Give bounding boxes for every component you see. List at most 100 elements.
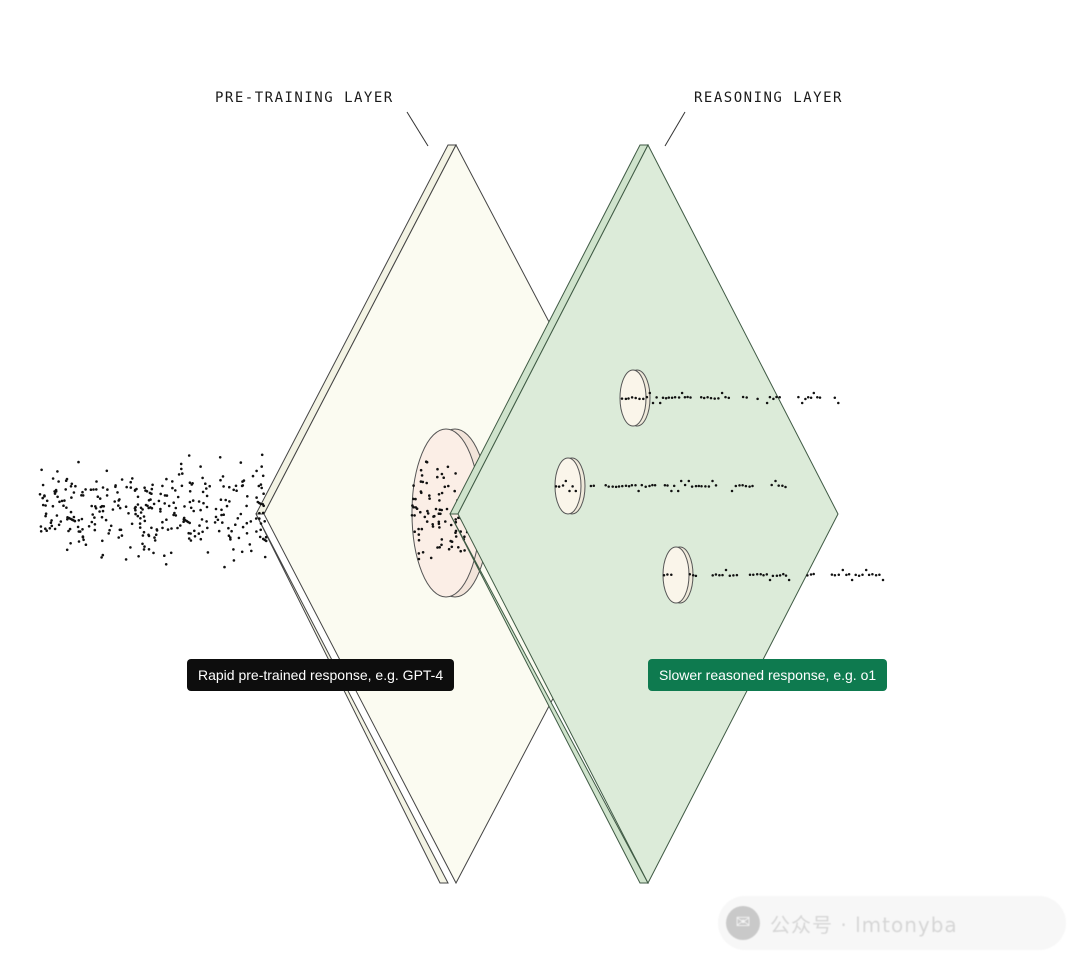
stream-dot — [666, 484, 669, 487]
stream-dot — [690, 485, 694, 488]
hole-dot — [426, 512, 430, 515]
stream-dot — [734, 484, 738, 488]
reasoning-dot-streams — [554, 391, 885, 582]
input-dot — [249, 520, 253, 523]
hole-dot — [412, 505, 415, 509]
hole-dot — [417, 538, 421, 542]
input-dot — [95, 480, 98, 483]
stream-dot — [670, 489, 673, 493]
input-dot — [245, 521, 249, 525]
stream-dot — [778, 574, 782, 577]
input-dot — [44, 504, 47, 507]
stream-dot — [777, 484, 780, 487]
input-dot — [131, 477, 134, 480]
input-dot — [234, 484, 238, 488]
stream-dot — [704, 485, 707, 488]
input-dot — [166, 528, 170, 531]
input-dot — [114, 484, 117, 487]
input-dot — [80, 517, 84, 521]
stream-dot — [847, 572, 851, 576]
hole-dot — [437, 512, 441, 515]
stream-dot — [809, 573, 813, 576]
stream-dot — [658, 401, 662, 405]
input-dot — [70, 482, 74, 486]
input-dot — [188, 481, 192, 485]
input-dot — [182, 520, 185, 523]
input-dot — [81, 490, 84, 494]
input-dot — [187, 537, 191, 540]
stream-dot — [621, 484, 624, 488]
input-dot — [167, 504, 171, 508]
input-dot — [205, 505, 209, 509]
input-dot — [261, 474, 265, 478]
input-dot — [59, 520, 63, 523]
stream-dot — [651, 483, 654, 487]
input-dot — [107, 532, 110, 535]
input-dot — [163, 502, 166, 505]
input-dot — [227, 534, 231, 537]
input-dot — [218, 456, 222, 459]
stream-dot — [718, 573, 721, 577]
input-dot — [241, 484, 245, 487]
input-dot — [206, 526, 209, 530]
hole-dot — [420, 491, 423, 495]
stream-dot — [841, 568, 845, 572]
input-dot — [136, 495, 140, 499]
input-dot — [225, 504, 229, 508]
input-dot — [90, 520, 94, 524]
stream-dot — [728, 574, 732, 577]
input-dot — [182, 516, 186, 520]
input-dot — [100, 504, 104, 508]
input-dot — [40, 468, 43, 472]
hole-dot — [432, 515, 435, 518]
input-dot — [81, 528, 84, 531]
input-dot — [159, 492, 162, 496]
input-dot — [222, 513, 225, 516]
input-dot — [237, 536, 241, 540]
reasoning-hole-3 — [662, 546, 694, 604]
hole-dot — [417, 557, 421, 561]
input-dot — [150, 492, 153, 496]
input-dot — [220, 508, 223, 512]
input-dot — [41, 503, 45, 507]
input-dot — [176, 495, 180, 499]
input-dot — [50, 519, 53, 522]
input-dot — [70, 496, 73, 499]
input-dot — [39, 525, 43, 528]
input-dot — [150, 487, 154, 491]
stream-dot — [702, 396, 706, 400]
input-dot — [77, 540, 81, 543]
input-dot — [224, 498, 227, 502]
hole-dot — [450, 540, 454, 543]
stream-dot — [864, 568, 868, 572]
hole-dot — [414, 497, 417, 501]
input-dot — [191, 499, 195, 502]
input-dot — [82, 538, 85, 542]
input-dot — [77, 519, 81, 522]
input-dot — [58, 500, 61, 504]
stream-dot — [735, 573, 739, 577]
input-dot — [188, 500, 192, 504]
stream-dot — [800, 401, 804, 405]
stream-dot — [830, 573, 834, 576]
stream-dot — [752, 573, 755, 576]
input-dot — [139, 506, 143, 510]
input-dot — [179, 462, 183, 466]
stream-dot — [611, 485, 614, 488]
stream-dot — [717, 397, 720, 400]
input-dot — [248, 543, 252, 546]
hole-dot — [431, 525, 435, 528]
input-dot — [236, 517, 240, 520]
input-dot — [44, 527, 47, 530]
stream-dot — [741, 484, 744, 487]
stream-dot — [837, 401, 840, 405]
stream-dot — [644, 485, 647, 488]
stream-dot — [655, 396, 658, 399]
input-dot — [69, 485, 73, 488]
watermark-text: 公众号 · lmtonyba — [770, 912, 958, 937]
pretraining-layer-label: PRE-TRAINING LAYER — [215, 90, 394, 106]
input-dot — [155, 528, 159, 531]
input-dot — [206, 551, 210, 554]
hole-dot — [463, 549, 466, 552]
input-dot — [77, 530, 81, 533]
